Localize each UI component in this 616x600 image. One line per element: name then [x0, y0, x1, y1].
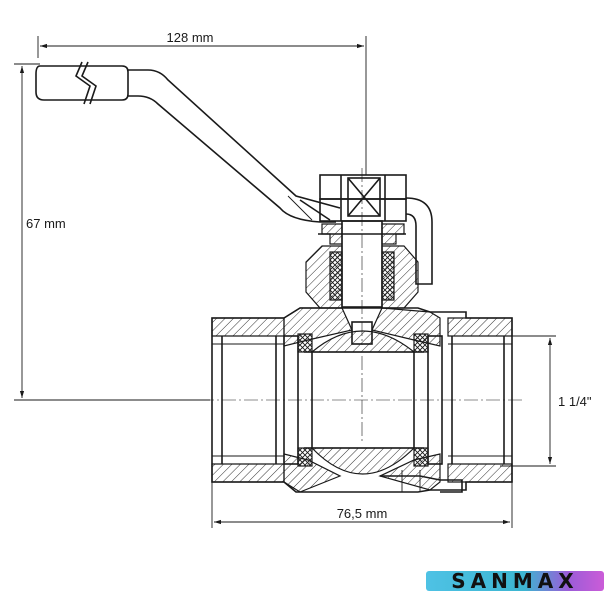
length-dimension: 76,5 mm — [211, 480, 513, 528]
height-dimension: 67 mm — [14, 63, 210, 401]
length-dimension-label: 76,5 mm — [337, 506, 388, 521]
sanmax-logo-mark: SANMAX — [426, 569, 604, 593]
svg-text:SANMAX: SANMAX — [451, 569, 578, 593]
sanmax-logo: SANMAX — [422, 568, 608, 594]
height-dimension-label: 67 mm — [26, 216, 66, 231]
width-dimension-label: 128 mm — [167, 30, 214, 45]
stem-assembly — [305, 168, 433, 345]
body-bottom-detail — [380, 470, 463, 493]
valve-handle — [35, 61, 341, 223]
ball-and-seats — [200, 321, 525, 475]
thread-dimension: 1 1/4" — [500, 335, 592, 467]
width-dimension: 128 mm — [37, 30, 367, 175]
thread-dimension-label: 1 1/4" — [558, 394, 592, 409]
